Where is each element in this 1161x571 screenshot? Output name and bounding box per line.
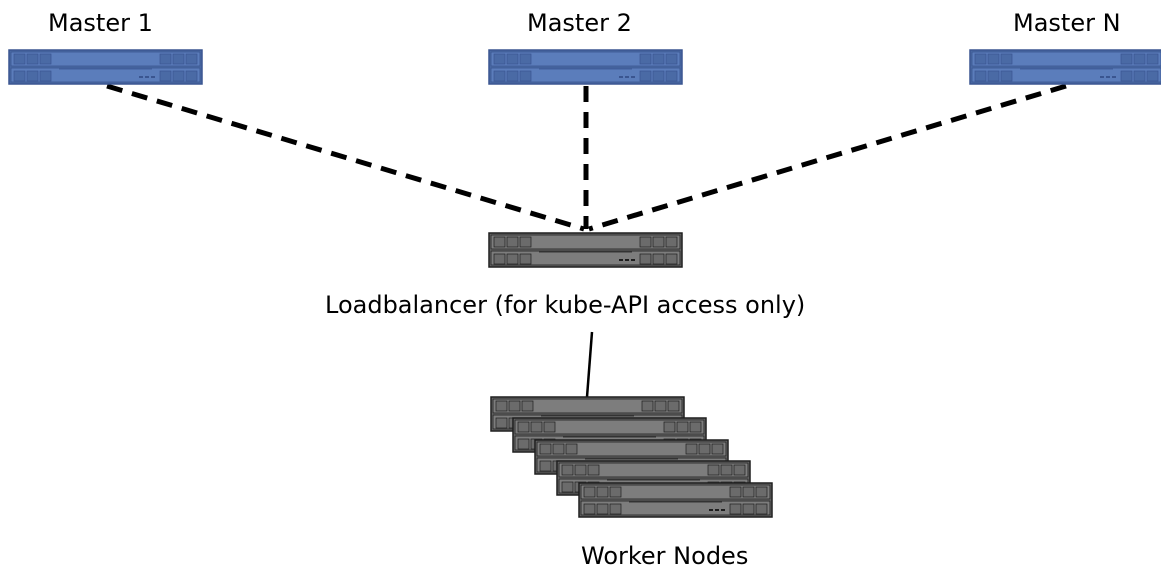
master-n-server-icon	[969, 49, 1161, 85]
master-1-connector	[106, 83, 585, 232]
master-n-label: Master N	[1013, 9, 1121, 37]
loadbalancer-server-icon	[488, 232, 683, 268]
master-1-server-icon	[8, 49, 203, 85]
worker-nodes-label: Worker Nodes	[581, 542, 749, 570]
worker-node-server-icon-5	[578, 482, 773, 518]
master-1-label: Master 1	[48, 9, 153, 37]
servers	[8, 49, 1161, 518]
master-2-label: Master 2	[527, 9, 632, 37]
connectors	[106, 83, 1067, 398]
worker-connector	[585, 331, 594, 398]
loadbalancer-label: Loadbalancer (for kube-API access only)	[325, 291, 806, 319]
master-2-server-icon	[488, 49, 683, 85]
master-n-connector	[588, 83, 1067, 232]
